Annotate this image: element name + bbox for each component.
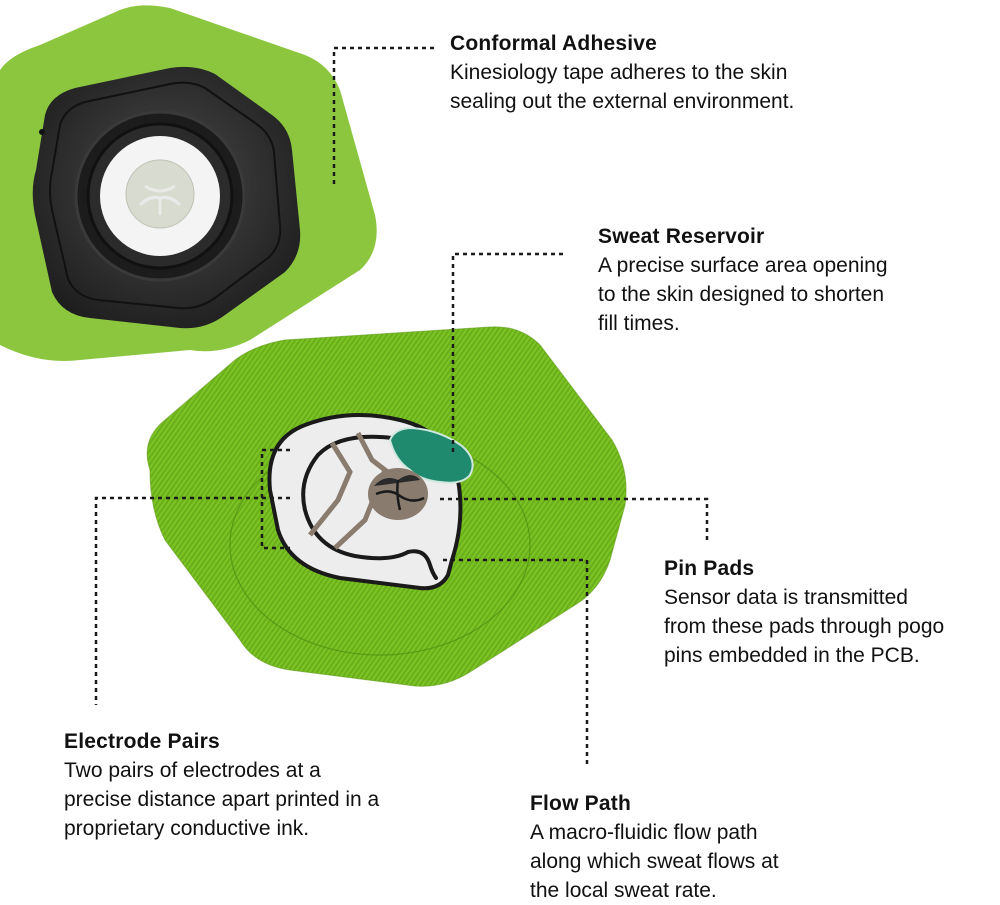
callout-title: Pin Pads (664, 557, 755, 580)
description-line: sealing out the external environment. (450, 90, 795, 113)
leader-flow-path (443, 558, 589, 768)
callout-conformal-adhesive: Conformal Adhesive Kinesiology tape adhe… (450, 30, 794, 116)
electrode-pair-1 (308, 441, 353, 537)
description-line: Kinesiology tape adheres to the skin (450, 61, 788, 84)
callout-description: A macro-fluidic flow path along which sw… (530, 818, 779, 905)
callout-sweat-reservoir: Sweat Reservoir A precise surface area o… (598, 223, 888, 338)
electrode-pair-2 (333, 431, 389, 550)
leader-conformal-adhesive (332, 46, 434, 184)
description-line: proprietary conductive ink. (64, 817, 310, 840)
leader-electrode-bracket (260, 448, 290, 550)
sweat-patch (146, 326, 627, 687)
leader-electrode-pairs (94, 496, 290, 705)
callout-description: Sensor data is transmitted from these pa… (664, 583, 944, 670)
description-line: Two pairs of electrodes at a (64, 759, 321, 782)
callout-description: Two pairs of electrodes at a precise dis… (64, 756, 379, 843)
leader-pin-pads (440, 497, 709, 540)
description-line: fill times. (598, 312, 680, 335)
callout-title: Electrode Pairs (64, 730, 220, 753)
leader-lines (94, 46, 709, 768)
callout-title: Sweat Reservoir (598, 225, 765, 248)
callout-description: A precise surface area opening to the sk… (598, 251, 888, 338)
flow-path-channel (301, 434, 438, 580)
description-line: A macro-fluidic flow path (530, 821, 758, 844)
leader-sweat-reservoir (451, 252, 563, 452)
callout-pin-pads: Pin Pads Sensor data is transmitted from… (664, 555, 944, 670)
description-line: pins embedded in the PCB. (664, 644, 920, 667)
description-line: A precise surface area opening (598, 254, 888, 277)
callout-description: Kinesiology tape adheres to the skin sea… (450, 58, 794, 116)
conformal-adhesive-patch (0, 5, 377, 362)
callout-title: Conformal Adhesive (450, 32, 658, 55)
callout-electrode-pairs: Electrode Pairs Two pairs of electrodes … (64, 728, 379, 843)
description-line: along which sweat flows at (530, 850, 779, 873)
description-line: from these pads through pogo (664, 615, 945, 638)
description-line: precise distance apart printed in a (64, 788, 380, 811)
description-line: the local sweat rate. (530, 879, 717, 902)
callout-flow-path: Flow Path A macro-fluidic flow path alon… (530, 790, 779, 905)
description-line: to the skin designed to shorten (598, 283, 885, 306)
callout-title: Flow Path (530, 792, 631, 815)
description-line: Sensor data is transmitted (664, 586, 908, 609)
